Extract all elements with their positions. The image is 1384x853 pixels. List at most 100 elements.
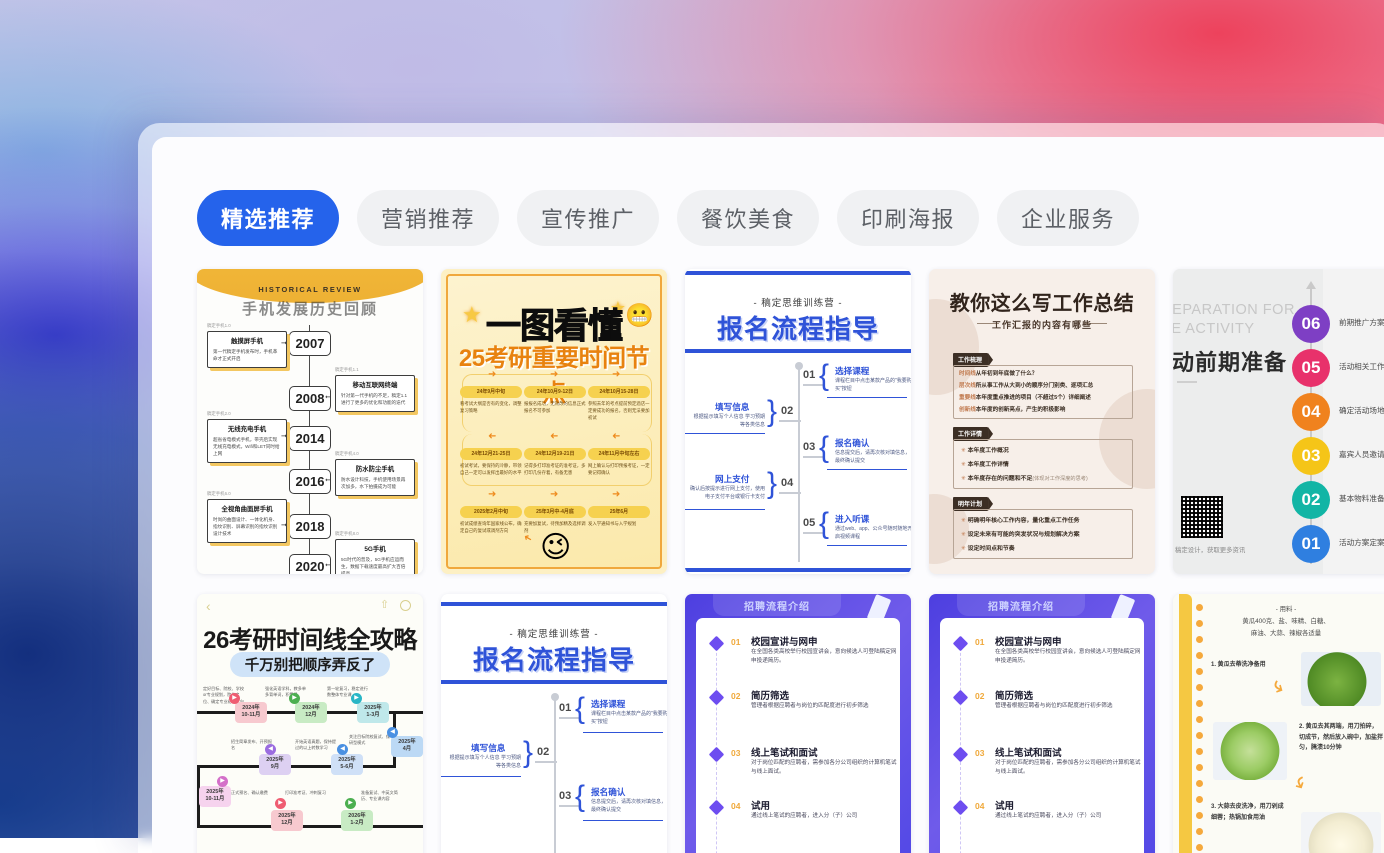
card3-title: 报名流程指导 xyxy=(441,640,667,677)
template-card[interactable]: - 用料 - 黄瓜400克、盐、味精、白糖、 麻油、大蒜、辣椒各适量 1. 黄瓜… xyxy=(1173,594,1384,853)
template-card[interactable]: 招聘流程介绍 01 校园宣讲与网申 在全国各类高校举行校园宣讲会，意向候选人可登… xyxy=(929,594,1155,853)
card3-step-num: 01 xyxy=(559,702,571,714)
template-card[interactable]: - 稿定思维训练营 - 报名流程指导 01 { 选择课程 课程栏目中点击某款产品… xyxy=(441,594,667,853)
card4-list-text: 本年度存在的问题和不足 xyxy=(968,476,1033,482)
bullet-icon: ✳ xyxy=(961,532,968,538)
card1-entry-box: 触摸屏手机 第一代稿定手机发布时，手机革命才正式开启 xyxy=(207,331,287,368)
card-artwork: ‹ ⇧ 26考研时间线全攻略 千万别把顺序弄反了 定好目标、院校、学校or专业规… xyxy=(197,594,423,853)
card1-entry-title: 防水防尘手机 xyxy=(341,464,409,473)
card-artwork: PREPARATION FOR THE ACTIVITY 活动前期准备 06 前… xyxy=(1173,269,1384,574)
card6-node-date: 2025年 12月 xyxy=(271,810,303,831)
card6-node-date: 2025年 5-6月 xyxy=(331,754,363,775)
card4-kv-val: 本年度的创新亮点，产生的积极影响 xyxy=(976,407,1066,413)
card3-step-title: 填写信息 xyxy=(715,401,749,413)
card3-tick xyxy=(779,492,801,494)
brace-icon: { xyxy=(819,509,829,539)
card4-kv-val: 所从事工作从大到小的顺序分门别类、逐项汇总 xyxy=(976,383,1093,389)
card3-top-rule xyxy=(441,602,667,606)
card2-node: 25年6月 发入学通知书与入学规划 xyxy=(588,506,650,527)
card2-node-text: 初试成绩查询年国家线公布，确定自己的复试或调剂方向 xyxy=(460,520,522,534)
card-artwork: 招聘流程介绍 01 校园宣讲与网申 在全国各类高校举行校园宣讲会，意向候选人可登… xyxy=(685,594,911,853)
card6-node-caption: 强化英语学科，教多单多背单词，积累量 xyxy=(265,686,307,699)
tab-yingxiao-tuijian[interactable]: 营销推荐 xyxy=(357,190,499,246)
template-card[interactable]: ★ ★ 😬 一图看懂 25考研重要时间节点 ➜ ➜ ➜ 24年9月中旬 看考试大… xyxy=(441,269,667,574)
card3-underline xyxy=(583,820,663,821)
card8-step-num: 01 xyxy=(975,637,984,647)
arrow-node-icon: ▶ xyxy=(217,776,228,787)
card3-title: 报名流程指导 xyxy=(685,309,911,346)
card2-node-text: 发入学通知书与入学规划 xyxy=(588,520,650,527)
card8-step-title: 简历筛选 xyxy=(751,688,789,702)
arrow-right-icon: ➜ xyxy=(550,369,558,380)
card6-node-caption: 第一轮复习，稳定进行数整体专业课 xyxy=(327,686,369,699)
card4-kv-row: 创新线本年度的创新亮点，产生的积极影响 xyxy=(959,406,1065,414)
card8-dashed-axis xyxy=(960,638,961,853)
tab-jingxuan-tuijian[interactable]: 精选推荐 xyxy=(197,190,339,246)
arrow-left-icon: ➜ xyxy=(488,431,496,442)
card3-step-desc: 课程栏目中点击某款产品的"我要购买"按钮 xyxy=(835,377,911,393)
card2-node-chip: 25年3月中-4月底 xyxy=(524,506,586,518)
card3-step-desc: 根据提示填写个人信息 学习预期等各类信息 xyxy=(689,413,765,429)
card2-node-chip: 24年12月21-25日 xyxy=(460,448,522,460)
card-artwork: 招聘流程介绍 01 校园宣讲与网申 在全国各类高校举行校园宣讲会，意向候选人可登… xyxy=(929,594,1155,853)
card3-step-desc: 根据提示填写个人信息 学习预期等各类信息 xyxy=(445,754,521,770)
card8-step-num: 03 xyxy=(975,748,984,758)
card5-step-node: 04 xyxy=(1292,393,1330,431)
template-card[interactable]: PREPARATION FOR THE ACTIVITY 活动前期准备 06 前… xyxy=(1173,269,1384,574)
card3-bottom-rule xyxy=(685,568,911,572)
card4-kv-val: 本年度重点推进的项目（不超过5个）详细阐述 xyxy=(976,395,1091,401)
template-card[interactable]: 手机发展历史回顾 HISTORICAL REVIEW 2007 2008 201… xyxy=(197,269,423,574)
card2-node-text: 网上确认与打印预报考证，一定要记得确认 xyxy=(588,462,650,476)
card8-step-num: 02 xyxy=(975,691,984,701)
card3-underline xyxy=(827,397,907,398)
more-icon xyxy=(400,600,411,611)
template-card[interactable]: ‹ ⇧ 26考研时间线全攻略 千万别把顺序弄反了 定好目标、院校、学校or专业规… xyxy=(197,594,423,853)
emoji-icon: 😉 xyxy=(540,530,571,565)
arrow-right-icon: ➜ xyxy=(550,489,558,500)
card8-step-desc: 在全国各类高校举行校园宣讲会，意向候选人可登陆稿定网申投递简历。 xyxy=(751,648,897,666)
arrow-right-icon: ➞ xyxy=(281,521,287,529)
card6-node-date: 2025年 1-3月 xyxy=(357,702,389,723)
card8-step-num: 01 xyxy=(731,637,740,647)
card6-node-caption: 开始英语真题，保持提过的以上转数学习 xyxy=(295,739,337,752)
card4-list-text: 本年度工作详情 xyxy=(968,462,1009,468)
arrow-left-icon: ➜ xyxy=(612,431,620,442)
share-icon: ⇧ xyxy=(379,600,390,611)
card4-kv-row: 时间线从年初到年底做了什么？ xyxy=(959,370,1037,378)
tab-qiye-fuwu[interactable]: 企业服务 xyxy=(997,190,1139,246)
app-window: 精选推荐 营销推荐 宣传推广 餐饮美食 印刷海报 企业服务 手机发展历史回顾 H… xyxy=(152,137,1384,853)
card-artwork: ★ ★ 😬 一图看懂 25考研重要时间节点 ➜ ➜ ➜ 24年9月中旬 看考试大… xyxy=(446,274,662,569)
arrow-node-icon: ◀ xyxy=(337,744,348,755)
card4-list-item: ✳ 设定未来有可能的突发状况与规划解决方案 xyxy=(961,529,1080,538)
tab-yinshua-haibao[interactable]: 印刷海报 xyxy=(837,190,979,246)
card6-node-caption: 关注目标院校复试、保研型模式 xyxy=(349,734,391,747)
card1-entry-box: 全视角曲面屏手机 时尚的曲面设计、一体化机身、指纹识别、屏幕识别的指纹识别设计技… xyxy=(207,499,287,543)
bullet-icon: ✳ xyxy=(961,462,968,468)
tab-xuanchuan-tuiguang[interactable]: 宣传推广 xyxy=(517,190,659,246)
card8-step-num: 04 xyxy=(975,801,984,811)
card1-entry-title: 全视角曲面屏手机 xyxy=(213,504,281,513)
card3-top-rule xyxy=(685,271,911,275)
template-card[interactable]: - 稿定思维训练营 - 报名流程指导 01 { 选择课程 课程栏目中点击某款产品… xyxy=(685,269,911,574)
brace-icon: } xyxy=(767,469,777,499)
card6-node-caption: 打印准考证、冲刺复习 xyxy=(285,790,327,796)
card10-step-text: 2. 黄瓜去其两端，用刀拍碎，切成节，然后放入碗中，加盐拌匀，腌渍10分钟 xyxy=(1299,722,1383,754)
card4-title: 教你这么写工作总结 xyxy=(929,287,1155,316)
card8-step-num: 03 xyxy=(731,748,740,758)
template-card[interactable]: 招聘流程介绍 01 校园宣讲与网申 在全国各类高校举行校园宣讲会，意向候选人可登… xyxy=(685,594,911,853)
card4-list-note: (体现对工作深度的思考) xyxy=(1032,476,1087,482)
arrow-left-icon: ➜ xyxy=(550,431,558,442)
card4-list-text: 本年度工作概况 xyxy=(968,448,1009,454)
card8-step-title: 校园宣讲与网申 xyxy=(995,634,1062,648)
card6-node-date: 2024年 12月 xyxy=(295,702,327,723)
tab-canyin-meishi[interactable]: 餐饮美食 xyxy=(677,190,819,246)
card8-header-title: 招聘流程介绍 xyxy=(713,594,841,616)
card3-tick xyxy=(779,420,801,422)
arrow-right-icon: ➜ xyxy=(488,369,496,380)
card6-node-date: 2026年 1-2月 xyxy=(341,810,373,831)
card3-step-title: 选择课程 xyxy=(591,698,625,710)
card2-node: 24年10月9-12日 报报名成功，无效改的信息正式报名不可参加 xyxy=(524,386,586,414)
card1-entry-tag: 稿定手机2.0 xyxy=(207,411,231,417)
arrow-node-icon: ▶ xyxy=(229,693,240,704)
template-card[interactable]: 教你这么写工作总结 工作汇报的内容有哪些 工作梳理 时间线从年初到年底做了什么？… xyxy=(929,269,1155,574)
